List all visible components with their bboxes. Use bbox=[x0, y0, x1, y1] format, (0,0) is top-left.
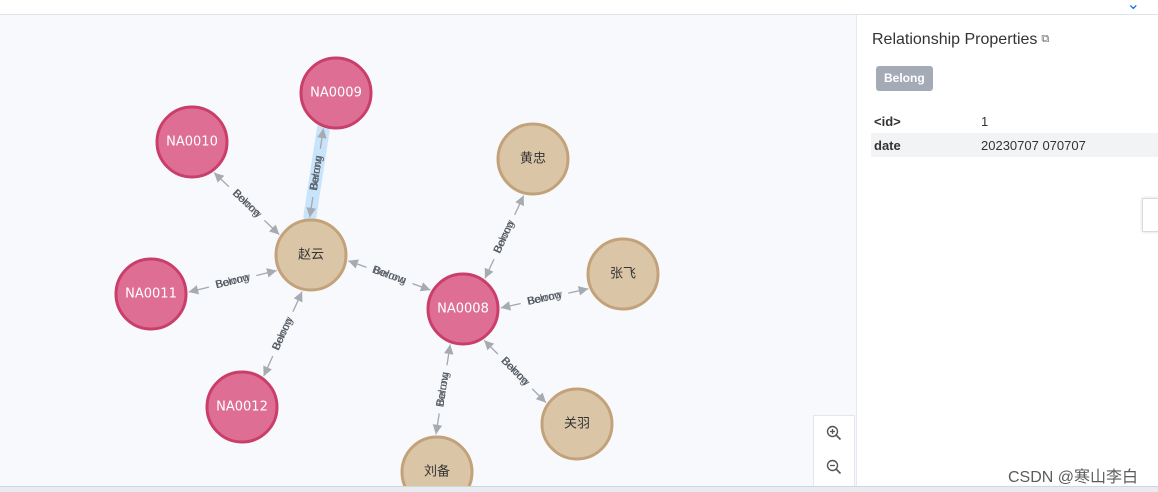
node-label: NA0010 bbox=[166, 135, 218, 150]
graph-svg[interactable]: BelongBorrowBorrowBelongBorrowBelongBorr… bbox=[0, 15, 856, 486]
relationship-edge[interactable] bbox=[213, 172, 279, 234]
edge-label: Belong bbox=[435, 371, 452, 407]
node-circle[interactable] bbox=[400, 435, 474, 486]
book-node[interactable]: NA0011 bbox=[114, 257, 188, 331]
edge-label: Borrow bbox=[370, 264, 407, 287]
property-row: date 20230707 070707 bbox=[871, 133, 1158, 157]
person-node[interactable]: 关羽 bbox=[540, 387, 614, 461]
edge-label: Borrow bbox=[308, 155, 325, 191]
relationship-edge[interactable] bbox=[348, 260, 429, 290]
relationship-edge[interactable] bbox=[483, 339, 545, 402]
book-node[interactable]: NA0012 bbox=[205, 370, 279, 444]
property-key: <id> bbox=[874, 113, 901, 129]
book-node[interactable]: NA0008 bbox=[426, 272, 500, 346]
inspector-panel: Relationship Properties⧉ Belong <id> 1 d… bbox=[856, 15, 1158, 486]
edge-label: Belong bbox=[526, 289, 562, 308]
zoom-controls bbox=[813, 415, 855, 486]
top-toolbar: ⌄ bbox=[0, 0, 1158, 15]
edge-label: Belong bbox=[214, 272, 250, 292]
edge-label: Belong bbox=[308, 155, 325, 191]
relationship-type-badge[interactable]: Belong bbox=[876, 66, 933, 91]
node-circle[interactable] bbox=[496, 122, 570, 196]
property-value: 1 bbox=[981, 113, 989, 129]
panel-title-text: Relationship Properties bbox=[872, 31, 1038, 48]
zoom-in-button[interactable] bbox=[814, 416, 854, 450]
zoom-out-button[interactable] bbox=[814, 450, 854, 484]
zoom-in-icon bbox=[826, 425, 842, 441]
node-circle[interactable] bbox=[426, 272, 500, 346]
node-label: NA0012 bbox=[216, 400, 268, 415]
node-circle[interactable] bbox=[274, 218, 348, 292]
node-circle[interactable] bbox=[114, 257, 188, 331]
book-node[interactable]: NA0009 bbox=[299, 56, 373, 130]
property-key: date bbox=[871, 133, 978, 157]
node-circle[interactable] bbox=[540, 387, 614, 461]
relationship-edge[interactable] bbox=[435, 345, 450, 435]
panel-title: Relationship Properties⧉ bbox=[872, 31, 1049, 49]
edge-label: Belong bbox=[270, 316, 295, 352]
panel-collapse-handle[interactable] bbox=[1142, 198, 1158, 232]
property-value: 20230707 070707 bbox=[978, 133, 1158, 157]
node-label: NA0009 bbox=[310, 86, 362, 101]
relationship-edge[interactable] bbox=[188, 271, 276, 293]
zoom-out-icon bbox=[826, 459, 842, 475]
properties-table: <id> 1 date 20230707 070707 bbox=[871, 109, 1158, 157]
person-node[interactable]: 赵云 bbox=[274, 218, 348, 292]
watermark: CSDN @寒山李白 bbox=[1008, 469, 1139, 486]
relationship-edge[interactable] bbox=[263, 292, 302, 377]
node-label: NA0011 bbox=[125, 287, 177, 302]
node-label: 黄忠 bbox=[520, 152, 546, 167]
book-node[interactable]: NA0010 bbox=[155, 105, 229, 179]
clipboard-icon[interactable]: ⧉ bbox=[1041, 33, 1050, 46]
edge-label: Borrow bbox=[434, 372, 451, 408]
edge-label: Belong bbox=[230, 187, 263, 219]
person-node[interactable]: 黄忠 bbox=[496, 122, 570, 196]
person-node[interactable]: 张飞 bbox=[586, 237, 660, 311]
node-label: 刘备 bbox=[424, 464, 450, 480]
corner-chevron-icon[interactable]: ⌄ bbox=[1126, 0, 1140, 13]
relationship-edge[interactable] bbox=[309, 129, 324, 218]
relationship-edge[interactable] bbox=[500, 289, 588, 309]
person-node[interactable]: 刘备 bbox=[400, 435, 474, 486]
node-circle[interactable] bbox=[205, 370, 279, 444]
node-label: 关羽 bbox=[564, 417, 590, 432]
relationship-edge[interactable] bbox=[484, 196, 523, 279]
node-label: 赵云 bbox=[298, 248, 324, 263]
node-circle[interactable] bbox=[155, 105, 229, 179]
edge-label: Belong bbox=[498, 355, 531, 388]
bottom-scrollbar[interactable] bbox=[0, 486, 1158, 492]
edge-label: Belong bbox=[491, 219, 516, 255]
node-label: NA0008 bbox=[437, 302, 489, 317]
node-circle[interactable] bbox=[299, 56, 373, 130]
node-label: 张飞 bbox=[610, 267, 636, 282]
node-circle[interactable] bbox=[586, 237, 660, 311]
property-row: <id> 1 bbox=[871, 109, 1158, 133]
